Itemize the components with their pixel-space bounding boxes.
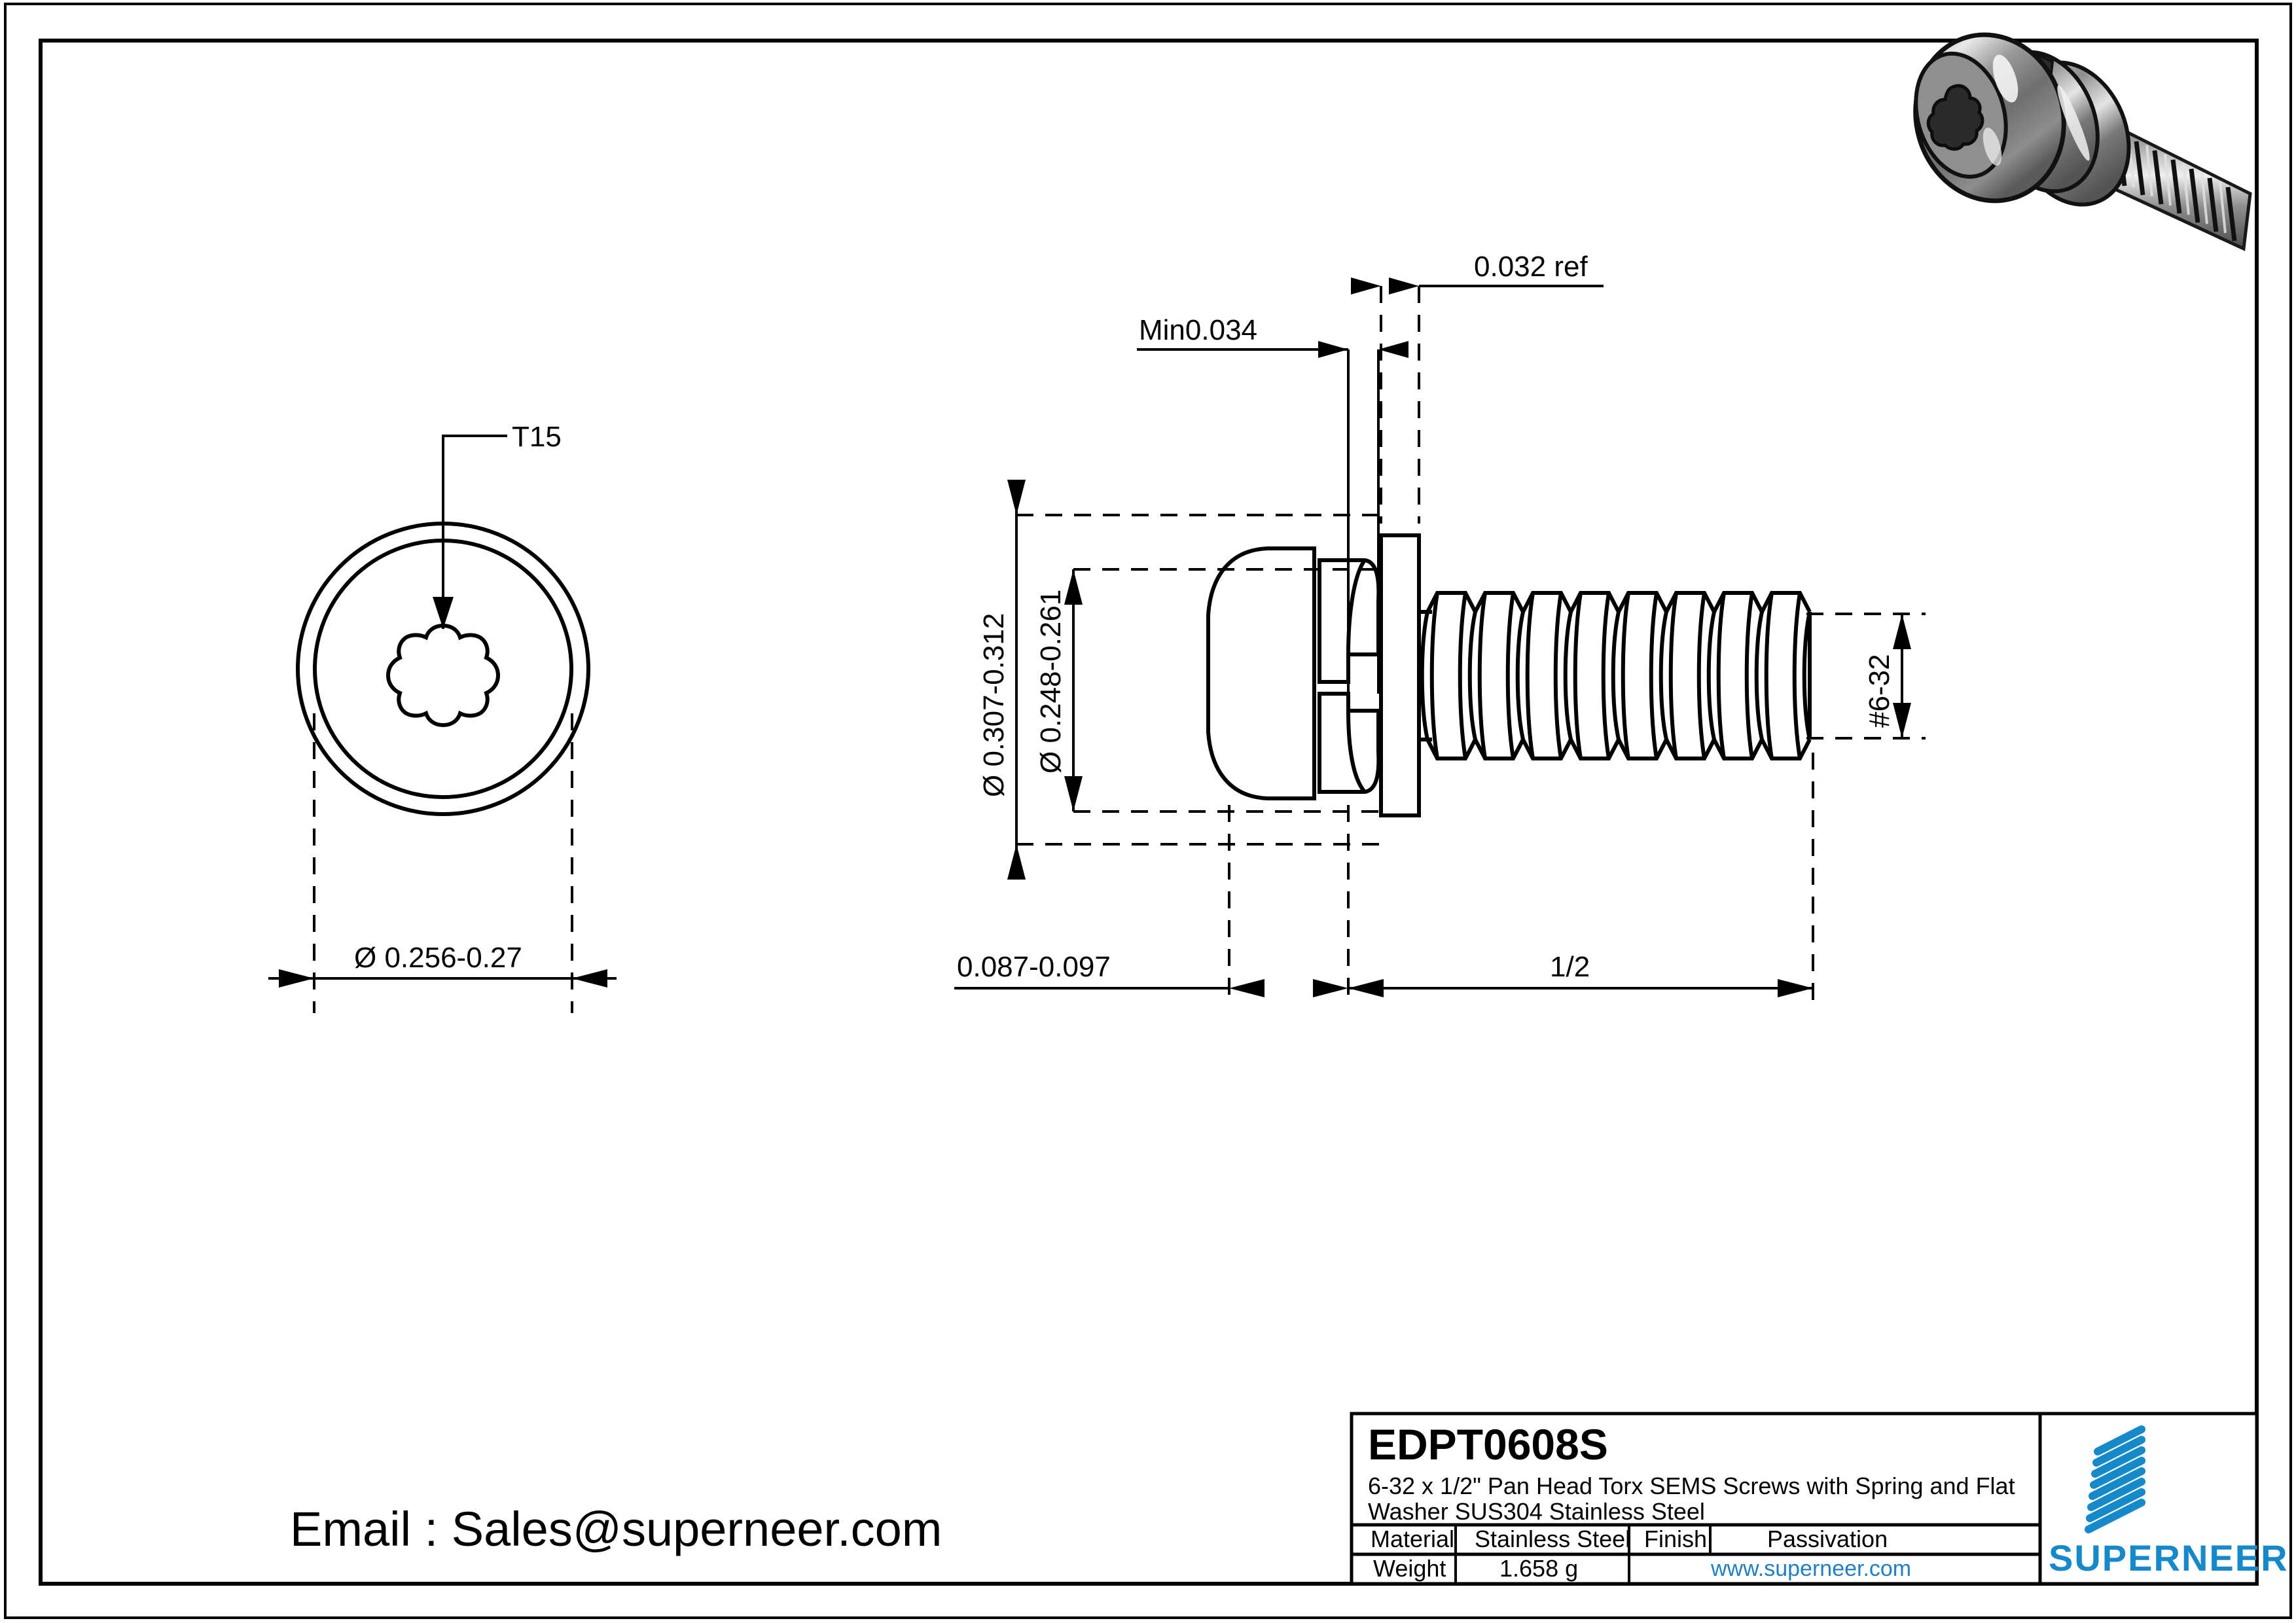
website-link[interactable]: www.superneer.com: [1710, 1556, 1911, 1581]
dim-washer-diameter-label: Ø 0.248-0.261: [1035, 590, 1067, 774]
view-side-section: Ø 0.307-0.312 Ø 0.248-0.261 Min0.034: [954, 251, 1926, 1007]
dim-spring-washer-thickness: [1137, 341, 1408, 694]
render-torx-recess: [1926, 84, 1984, 151]
material-label: Material: [1371, 1525, 1454, 1552]
dim-flat-washer-label: 0.032 ref: [1474, 251, 1588, 283]
part-description-line1: 6-32 x 1/2" Pan Head Torx SEMS Screws wi…: [1368, 1472, 2015, 1499]
email-label: Email : Sales@superneer.com: [290, 1502, 942, 1556]
spring-washer-lower-edge: [1346, 710, 1367, 793]
dim-head-height-label: 0.087-0.097: [957, 951, 1111, 983]
weight-label: Weight: [1373, 1555, 1446, 1582]
top-view-diameter-label: Ø 0.256-0.27: [354, 942, 522, 974]
finish-value: Passivation: [1767, 1525, 1888, 1552]
title-block: EDPT0608S 6-32 x 1/2" Pan Head Torx SEMS…: [1350, 1412, 2289, 1586]
dim-head-diameter: [1007, 480, 1388, 880]
finish-label: Finish: [1644, 1525, 1707, 1552]
top-view-extension-lines: [313, 713, 573, 1013]
dim-head-height: [954, 805, 1350, 1007]
dim-thread-size: [1806, 613, 1926, 740]
dim-flat-washer-thickness: [1351, 277, 1604, 524]
t15-callout-label: T15: [512, 421, 562, 453]
dim-thread-length: [1348, 753, 1814, 1007]
isometric-screw-render: [1913, 32, 2252, 251]
part-description-line2: Washer SUS304 Stainless Steel: [1368, 1498, 1705, 1525]
view-torx-end: T15 Ø 0.256-0.27: [268, 421, 617, 1013]
flat-washer: [1379, 533, 1421, 817]
sheet-border: [4, 3, 2292, 1619]
thread-flanks: [1420, 592, 1802, 759]
dim-spring-washer-label: Min0.034: [1139, 314, 1257, 346]
pan-head-profile: [1206, 546, 1316, 800]
dim-head-diameter-label: Ø 0.307-0.312: [978, 613, 1010, 797]
brand-logo-icon: [2085, 1425, 2145, 1533]
t15-leader: [433, 435, 507, 629]
part-code: EDPT0608S: [1368, 1420, 1608, 1469]
brand-name: SUPERNEER: [2049, 1537, 2289, 1578]
shank-end-face: [1802, 611, 1812, 740]
dim-thread-length-label: 1/2: [1550, 951, 1590, 983]
torx-recess: [386, 623, 501, 728]
top-view-dim-line: [268, 969, 617, 988]
dim-thread-size-label: #6-32: [1863, 654, 1895, 728]
weight-value: 1.658 g: [1499, 1555, 1578, 1582]
material-value: Stainless Steel: [1475, 1525, 1630, 1552]
